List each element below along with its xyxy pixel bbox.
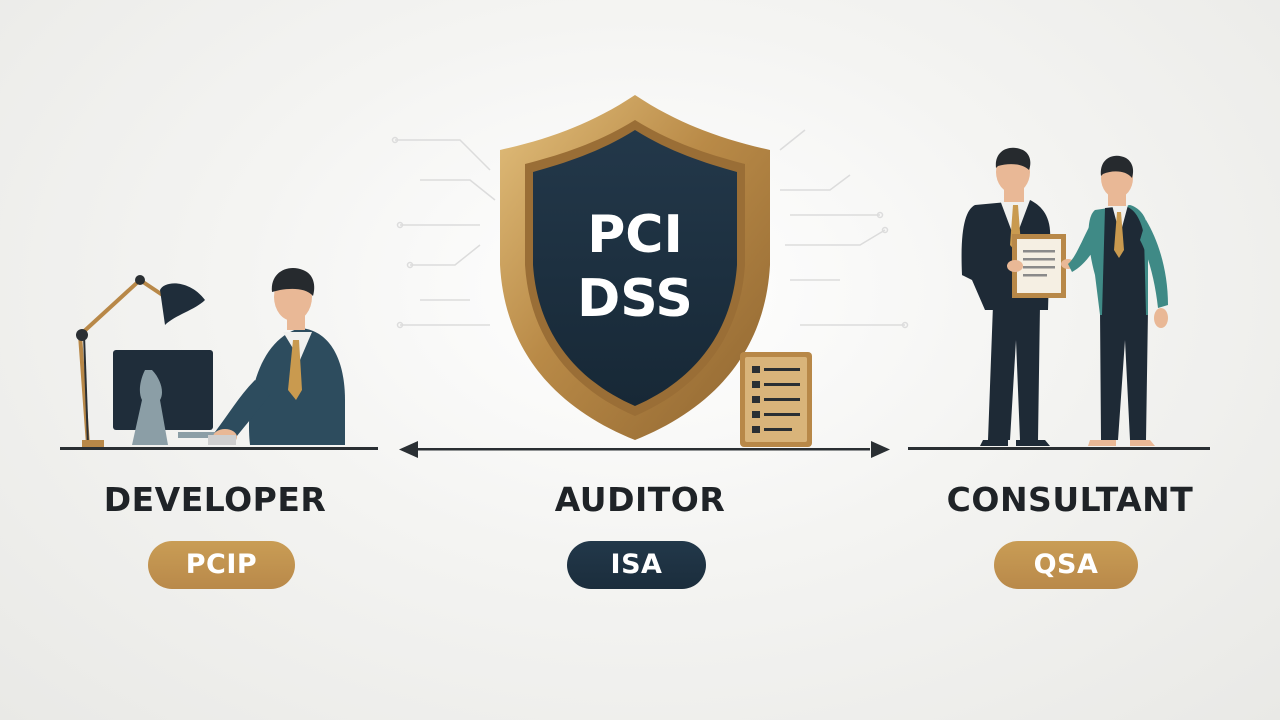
- double-arrow: [399, 441, 890, 458]
- shield-line-1: PCI: [587, 205, 683, 265]
- computer-monitor-icon: [113, 350, 218, 445]
- isa-badge: ISA: [567, 541, 706, 589]
- developer-label: DEVELOPER: [103, 480, 327, 519]
- left-arrowhead: [399, 441, 418, 458]
- consultant-figure-left: [961, 147, 1051, 446]
- shield-line-2: DSS: [577, 269, 693, 329]
- ground-lines: [60, 447, 1210, 450]
- checklist-icon: [740, 352, 812, 447]
- pcip-badge: PCIP: [148, 541, 295, 589]
- auditor-label: AUDITOR: [554, 480, 726, 519]
- consultant-figure-right: [1068, 155, 1168, 446]
- qsa-badge: QSA: [994, 541, 1138, 589]
- document-icon: [1007, 234, 1075, 298]
- circuit-lines-right: [779, 129, 909, 329]
- consultant-label: CONSULTANT: [946, 480, 1194, 519]
- developer-figure: [208, 268, 345, 445]
- right-arrowhead: [871, 441, 890, 458]
- desk-lamp-icon: [76, 275, 205, 447]
- circuit-lines-left: [391, 136, 496, 329]
- pci-dss-shield-icon: PCI DSS: [500, 95, 770, 440]
